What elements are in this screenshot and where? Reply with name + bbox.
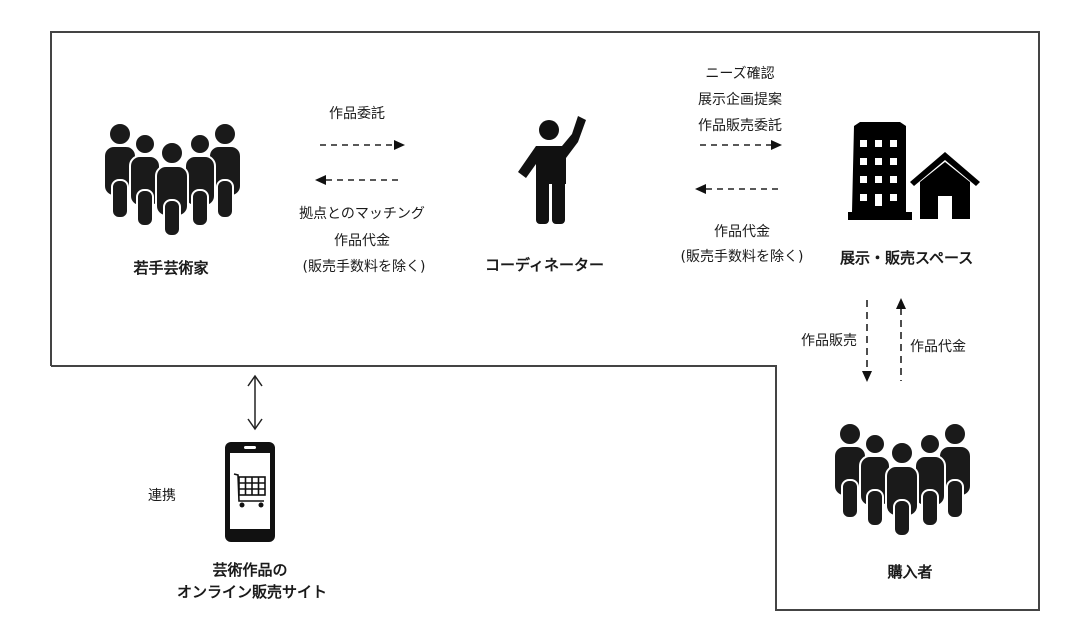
flow-label-fee-excluded: (販売手数料を除く) — [302, 259, 426, 275]
coordinator-label: コーディネーター — [485, 256, 604, 274]
flow-label-space-fee-excluded: (販売手数料を除く) — [680, 249, 804, 265]
smartphone-cart-icon — [225, 442, 275, 542]
flow-label-needs: ニーズ確認 — [705, 66, 775, 82]
arrow-artist-to-coordinator — [320, 140, 405, 150]
online-site-label-line1: 芸術作品の — [212, 561, 288, 579]
space-label: 展示・販売スペース — [840, 249, 974, 267]
main-boundary — [50, 31, 1040, 611]
flow-label-proposal: 展示企画提案 — [698, 92, 782, 108]
buyers-label: 購入者 — [887, 563, 933, 581]
arrow-space-to-buyers — [862, 300, 872, 382]
online-site-label-line2: オンライン販売サイト — [176, 583, 328, 601]
flow-label-matching: 拠点とのマッチング — [299, 206, 425, 222]
flow-label-sale: 作品販売 — [801, 333, 857, 349]
flow-label-space-payment: 作品代金 — [714, 224, 770, 240]
buyers-group-icon — [833, 422, 972, 537]
arrow-online-link — [247, 374, 263, 431]
flow-label-buyer-payment: 作品代金 — [910, 339, 966, 355]
people-group-icon — [103, 122, 242, 237]
flow-label-sales-commission: 作品販売委託 — [698, 118, 782, 134]
arrow-space-to-coordinator — [695, 184, 780, 194]
arrow-coordinator-to-space — [700, 140, 782, 150]
building-house-icon — [848, 122, 980, 220]
artists-label: 若手芸術家 — [133, 259, 209, 277]
flow-label-payment: 作品代金 — [334, 233, 390, 249]
flow-label-link: 連携 — [148, 488, 176, 504]
flow-label-commission: 作品委託 — [329, 106, 385, 122]
arrow-coordinator-to-artist — [315, 175, 402, 185]
person-waving-icon — [518, 116, 586, 224]
arrow-buyers-to-space — [896, 298, 906, 381]
